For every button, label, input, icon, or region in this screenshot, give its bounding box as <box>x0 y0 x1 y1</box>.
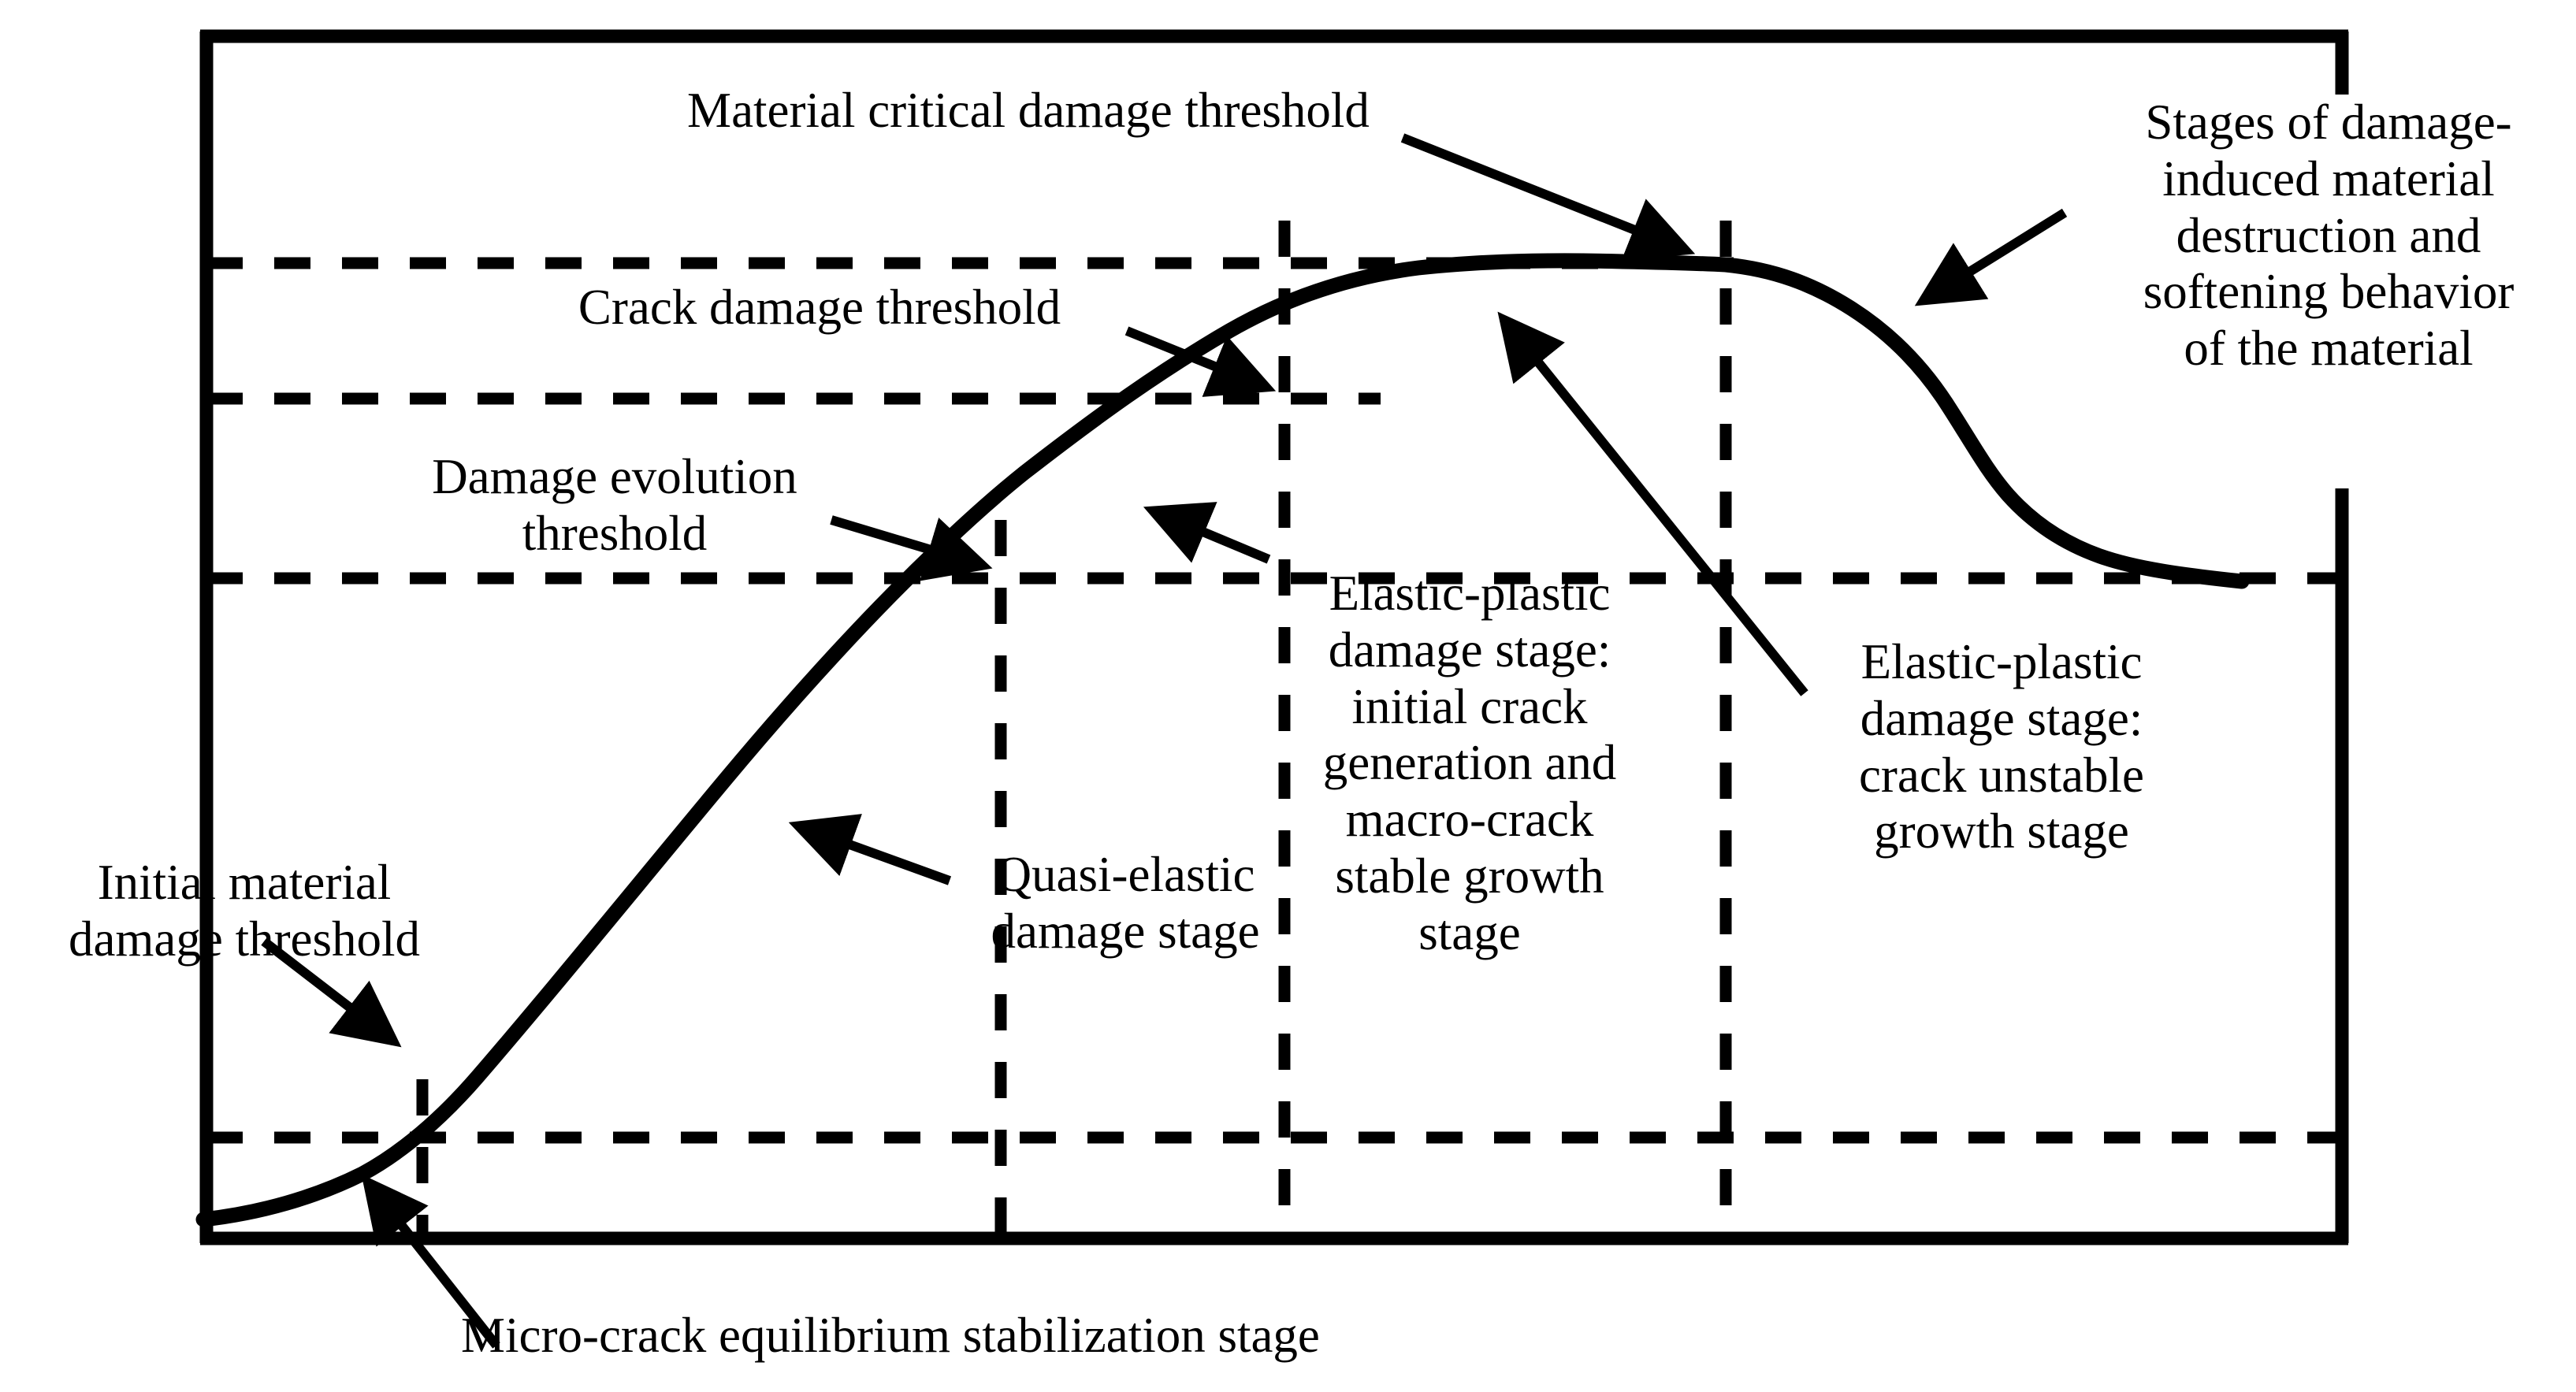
arrow-damage-evolution-threshold <box>830 515 993 581</box>
axis-frame <box>199 29 2349 1245</box>
leader-arrows <box>261 133 2068 1349</box>
label-stages-of-damage-induced-softening: Stages of damage- induced material destr… <box>2143 95 2515 377</box>
arrow-initial-material-damage-threshold <box>261 937 402 1048</box>
label-crack-damage-threshold: Crack damage threshold <box>578 280 1061 335</box>
arrow-quasi-elastic-damage-stage <box>788 814 952 885</box>
arrow-micro-crack-equilibrium <box>361 1174 500 1349</box>
stress-strain-damage-curve <box>195 253 2250 1227</box>
label-damage-evolution-threshold: Damage evolution threshold <box>432 449 797 561</box>
horizontal-threshold-lines <box>206 257 2342 1144</box>
arrow-stages-softening <box>1914 208 2068 306</box>
arrow-material-critical-damage-threshold <box>1400 133 1696 261</box>
label-elastic-plastic-initial-crack-stage: Elastic-plastic damage stage: initial cr… <box>1322 566 1617 960</box>
label-initial-material-damage-threshold: Initial material damage threshold <box>68 855 421 967</box>
vertical-threshold-lines <box>416 221 1732 1238</box>
label-material-critical-damage-threshold: Material critical damage threshold <box>687 83 1370 138</box>
label-micro-crack-equilibrium-stabilization-stage: Micro-crack equilibrium stabilization st… <box>461 1308 1320 1363</box>
label-quasi-elastic-damage-stage: Quasi-elastic damage stage <box>991 847 1260 959</box>
arrow-crack-damage-threshold <box>1124 326 1277 397</box>
label-elastic-plastic-crack-unstable-stage: Elastic-plastic damage stage: crack unst… <box>1858 634 2145 859</box>
arrow-elastic-plastic-crack-unstable <box>1497 311 1808 696</box>
arrow-elastic-plastic-initial-crack <box>1143 502 1271 564</box>
